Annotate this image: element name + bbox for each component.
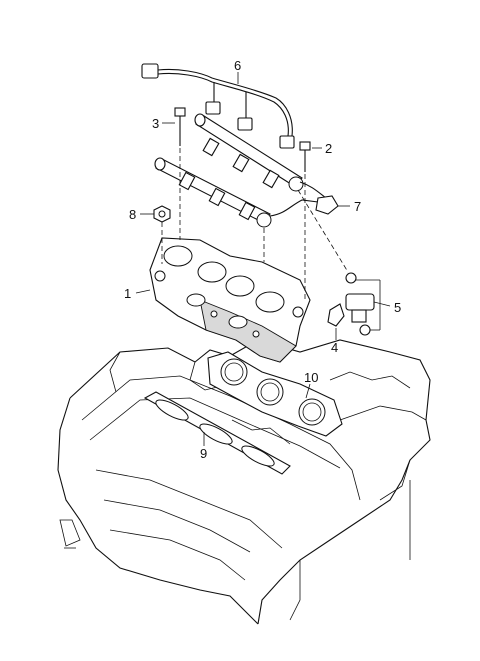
- bolt-3: [174, 107, 186, 146]
- gasket-9: [143, 391, 291, 475]
- fuel-rail-front: [154, 157, 319, 228]
- connector-7: [315, 195, 339, 215]
- callout-1: 1: [124, 286, 131, 301]
- callout-7: 7: [354, 199, 361, 214]
- leader-lines: [135, 72, 391, 446]
- callout-8: 8: [129, 207, 136, 222]
- wiring-harness-6: [141, 63, 295, 149]
- retaining-clip-4: [327, 303, 345, 327]
- callout-5: 5: [394, 300, 401, 315]
- gasket-10: [207, 351, 343, 437]
- callout-2: 2: [325, 141, 332, 156]
- callout-9: 9: [200, 446, 207, 461]
- callout-4: 4: [331, 340, 338, 355]
- callout-3: 3: [152, 116, 159, 131]
- intake-manifold-1: [149, 237, 311, 363]
- fuel-injector-5: [345, 272, 375, 336]
- nut-8: [153, 205, 171, 223]
- bolt-2: [299, 141, 311, 172]
- callout-6: 6: [234, 58, 241, 73]
- engine-block: [57, 339, 431, 625]
- callout-10: 10: [304, 370, 318, 385]
- fuel-rail-rear: [194, 113, 327, 199]
- assembly-lines: [161, 148, 349, 300]
